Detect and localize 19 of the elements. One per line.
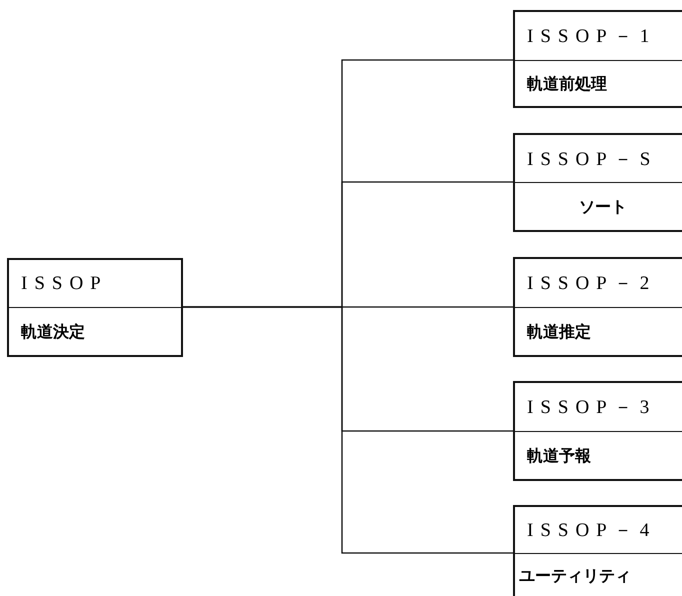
module-box xyxy=(513,505,682,596)
module-name: 軌道決定 xyxy=(21,322,85,342)
module-code: ISSOP－2 xyxy=(527,272,656,296)
module-code: ISSOP xyxy=(21,272,108,294)
connector-line xyxy=(183,306,513,554)
module-code: ISSOP－4 xyxy=(527,519,656,543)
module-code: ISSOP－1 xyxy=(527,25,656,49)
module-box xyxy=(513,381,682,481)
module-name: 軌道予報 xyxy=(527,446,591,466)
module-box xyxy=(7,258,183,357)
module-box xyxy=(513,133,682,232)
module-box xyxy=(513,10,682,108)
module-name: ユーティリティ xyxy=(519,566,631,587)
module-name: 軌道前処理 xyxy=(527,74,607,94)
module-name: 軌道推定 xyxy=(527,322,591,342)
module-name: ソート xyxy=(579,196,627,218)
module-code: ISSOP－3 xyxy=(527,396,656,420)
module-code: ISSOP－S xyxy=(527,148,658,172)
module-box xyxy=(513,257,682,357)
